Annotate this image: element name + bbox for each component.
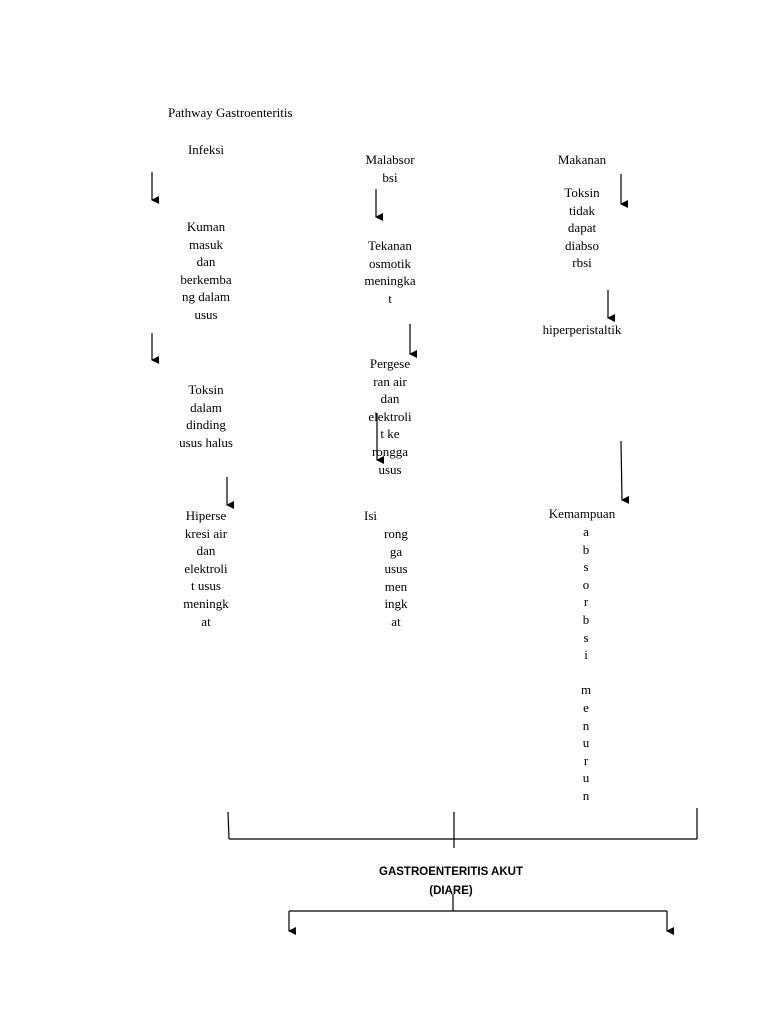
- node-absorbsi-menurun: a b s o r b s i m e n u r u n: [580, 524, 592, 803]
- node-toksin-dinding: Toksin dalam dinding usus halus: [179, 382, 233, 450]
- node-infeksi: Infeksi: [187, 142, 225, 157]
- node-malabsorbsi: Malabsor bsi: [365, 152, 415, 185]
- diagram-title: Pathway Gastroenteritis: [168, 105, 293, 120]
- node-toksin-tidak-diabsorbsi: Toksin tidak dapat diabso rbsi: [564, 185, 600, 271]
- node-makanan: Makanan: [557, 152, 607, 167]
- node-pergeseran-air: Pergese ran air dan elektroli t ke rongg…: [368, 356, 412, 477]
- node-isi-rongga: rong ga usus men ingk at: [384, 526, 408, 629]
- node-hipersekresi: Hiperse kresi air dan elektroli t usus m…: [183, 508, 229, 629]
- node-tekanan-osmotik: Tekanan osmotik meningka t: [364, 238, 416, 306]
- result-gastroenteritis-akut: GASTROENTERITIS AKUT (DIARE): [379, 865, 523, 897]
- node-kemampuan: Kemampuan: [548, 506, 616, 521]
- arrow-hiperperistaltik-to-kemampuan: [620, 440, 630, 504]
- node-isi-label: Isi: [364, 508, 377, 523]
- bracket-left-drop: [227, 811, 230, 840]
- node-hiperperistaltik: hiperperistaltik: [542, 322, 622, 337]
- node-kuman-masuk: Kuman masuk dan berkemba ng dalam usus: [180, 219, 232, 322]
